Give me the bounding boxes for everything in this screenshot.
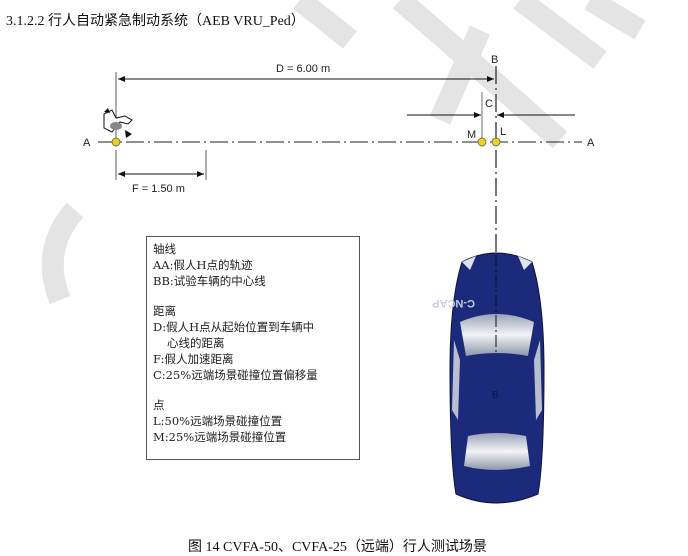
legend-distance-heading: 距离 (153, 304, 176, 318)
b-label: B (491, 54, 498, 66)
pedestrian-dummy-icon (103, 108, 133, 138)
legend-l: L:50%远端场景碰撞位置 (153, 414, 283, 428)
figure-caption: 图 14 CVFA-50、CVFA-25（远端）行人测试场景 (188, 540, 487, 555)
legend-d-cont: 心线的距离 (167, 336, 225, 350)
legend-box: 轴线 AA:假人H点的轨迹 BB:试验车辆的中心线 距离 D:假人H点从起始位置… (146, 236, 360, 460)
f-label: F = 1.50 m (132, 183, 185, 195)
legend-d: D:假人H点从起始位置到车辆中 (153, 320, 315, 334)
l-label: L (500, 126, 506, 138)
m-label: M (467, 129, 476, 141)
legend-c: C:25%远端场景碰撞位置偏移量 (153, 368, 318, 382)
legend-point-heading: 点 (153, 398, 165, 412)
legend-m: M:25%远端场景碰撞位置 (153, 430, 287, 444)
c-label: C (485, 98, 493, 110)
test-vehicle-car: C-NCAP B (432, 252, 545, 504)
car-logo: C-NCAP (432, 297, 475, 309)
section-heading: 3.1.2.2 行人自动紧急制动系统（AEB VRU_Ped） (6, 14, 305, 29)
legend-aa: AA:假人H点的轨迹 (153, 258, 253, 272)
legend-f: F:假人加速距离 (153, 352, 234, 366)
point-h (111, 137, 121, 147)
a-right-label: A (587, 137, 595, 149)
watermark (41, 0, 646, 305)
a-left-label: A (83, 137, 91, 149)
point-l (491, 137, 501, 147)
point-m (477, 137, 487, 147)
d-label: D = 6.00 m (276, 63, 330, 75)
legend-bb: BB:试验车辆的中心线 (153, 274, 266, 288)
legend-axis-heading: 轴线 (153, 242, 176, 256)
b-car-label: B (492, 390, 499, 401)
